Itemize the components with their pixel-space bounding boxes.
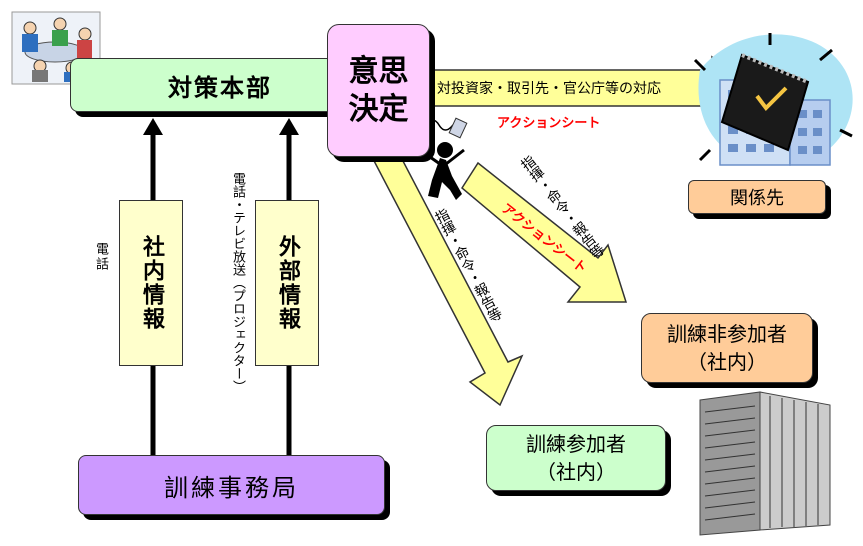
- internal-info-box: 社内情報: [119, 200, 183, 366]
- participants-label: 訓練参加者 （社内）: [526, 432, 626, 484]
- tv-broadcast-label: 電話・テレビ放送（プロジェクター）: [230, 172, 245, 393]
- external-info-label: 外部情報: [275, 235, 300, 331]
- arrow-to-participants: [352, 139, 524, 407]
- action-sheet-label-1: アクションシート: [497, 116, 601, 131]
- response-label: 対投資家・取引先・官公庁等の対応: [437, 81, 661, 97]
- decision-box: 意思決定: [327, 24, 430, 157]
- non-participants-label: 訓練非参加者 （社内）: [667, 322, 787, 374]
- internal-info-label: 社内情報: [139, 235, 164, 331]
- training-office-label: 訓練事務局: [164, 473, 299, 502]
- training-office-box: 訓練事務局: [78, 455, 385, 515]
- clipboard-check-icon: [693, 33, 853, 162]
- related-parties-label: 関係先: [730, 188, 784, 209]
- decision-label: 意思決定: [348, 53, 409, 127]
- phone-label: 電話: [93, 242, 108, 272]
- related-parties-box: 関係先: [688, 180, 826, 214]
- external-info-box: 外部情報: [255, 200, 319, 366]
- hq-label: 対策本部: [168, 73, 272, 102]
- non-participants-box: 訓練非参加者 （社内）: [641, 313, 813, 383]
- participants-box: 訓練参加者 （社内）: [486, 425, 666, 491]
- skyscraper-icon: [699, 391, 831, 536]
- arrow-to-non-participants: [461, 161, 628, 303]
